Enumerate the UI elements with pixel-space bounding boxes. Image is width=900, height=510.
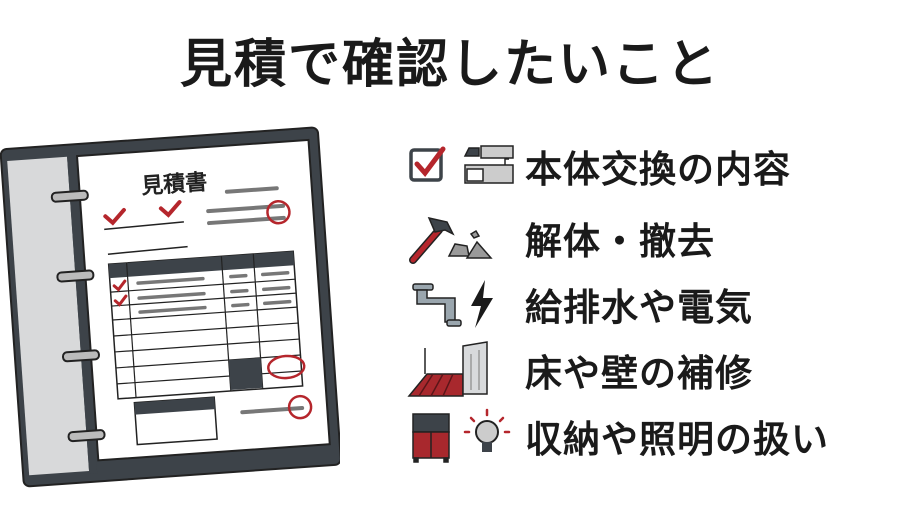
list-item: 解体・撤去 [405, 206, 715, 270]
estimate-table [107, 250, 304, 400]
lightbulb-icon [463, 408, 511, 452]
red-circle-mark [267, 354, 306, 380]
hammer-icon [409, 216, 455, 264]
red-circle-mark [266, 199, 291, 225]
item-label: 給排水や電気 [525, 286, 753, 329]
binder-spine [7, 156, 90, 476]
binder-ring [67, 429, 106, 443]
estimate-binder-illustration: 見積書 [0, 110, 342, 506]
binder-ring [50, 189, 89, 203]
item-label: 収納や照明の扱い [525, 418, 829, 461]
item-label: 床や壁の補修 [525, 352, 753, 395]
binder-ring [61, 349, 100, 363]
rubble-icon [447, 229, 493, 259]
wall-icon [462, 341, 488, 395]
kitchen-icon [463, 145, 514, 184]
list-item: 床や壁の補修 [405, 338, 753, 402]
item-label: 本体交換の内容 [525, 148, 791, 191]
lightning-icon [471, 280, 493, 328]
cabinet-icon [412, 413, 450, 463]
pipe-icon [412, 283, 462, 327]
list-item: 本体交換の内容 [405, 134, 791, 198]
document-heading: 見積書 [140, 169, 208, 200]
binder-ring [56, 269, 95, 283]
red-circle-mark [287, 394, 313, 420]
list-item: 収納や照明の扱い [405, 404, 829, 468]
item-label: 解体・撤去 [525, 220, 715, 263]
page-title: 見積で確認したいこと [179, 35, 720, 95]
checkbox-icon [409, 146, 446, 182]
floor-icon [407, 348, 464, 397]
list-item: 給排水や電気 [405, 272, 753, 336]
